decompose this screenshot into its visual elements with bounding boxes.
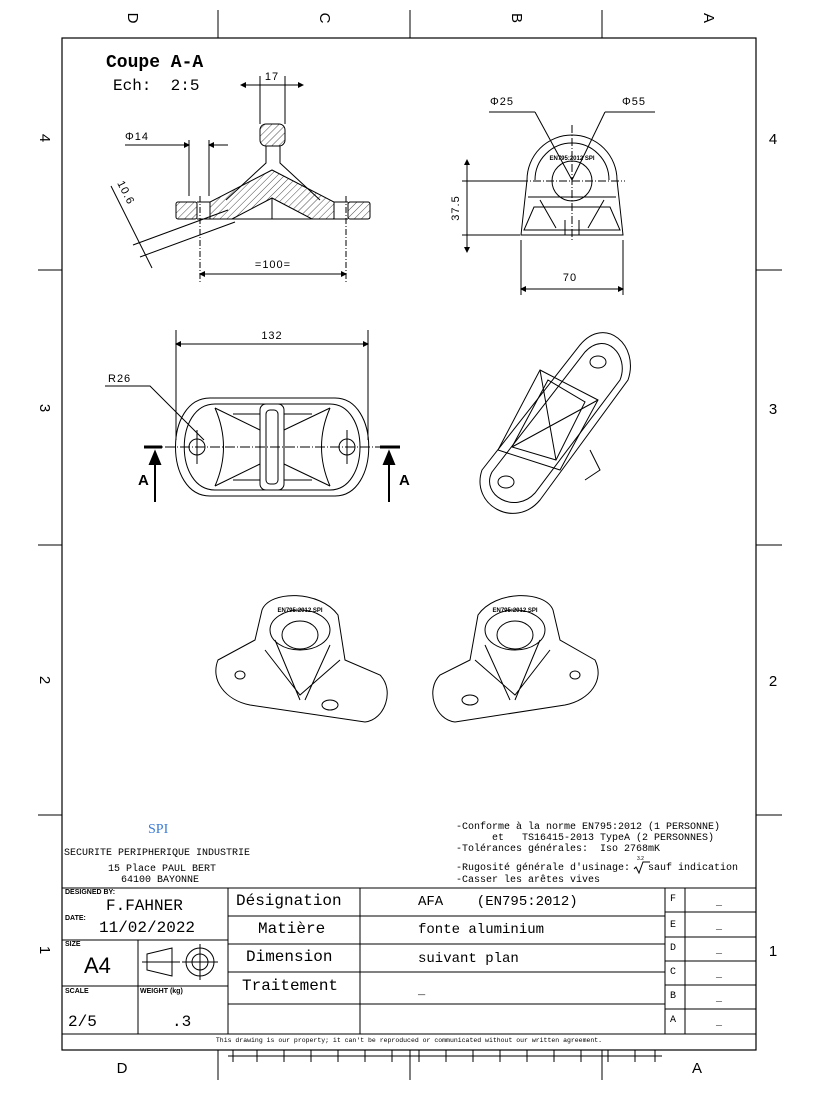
zone-label-bottom: A bbox=[692, 1060, 702, 1077]
date-label: DATE: bbox=[65, 915, 86, 922]
revision-letter: A bbox=[670, 1015, 677, 1026]
section-marker-left: A bbox=[138, 472, 149, 489]
dim-outer-diameter: Φ55 bbox=[622, 96, 646, 108]
zone-label-right: 4 bbox=[769, 131, 777, 148]
dim-hole-diameter: Φ14 bbox=[125, 131, 149, 143]
zone-label-left: 2 bbox=[36, 676, 53, 684]
company-name: SECURITE PERIPHERIQUE INDUSTRIE bbox=[64, 848, 251, 859]
size-label: SIZE bbox=[65, 941, 81, 948]
engraved-marking: EN795:2012 SPI bbox=[277, 608, 322, 614]
zone-label-right: 1 bbox=[769, 943, 777, 960]
isometric-view-bottom-right bbox=[432, 595, 599, 723]
note-line: -Rugosité générale d'usinage: sauf indic… bbox=[456, 863, 739, 874]
revision-letter: B bbox=[670, 991, 677, 1002]
dim-width: 70 bbox=[563, 272, 577, 284]
sheet-size: A4 bbox=[84, 953, 111, 978]
dim-thickness: 10.6 bbox=[114, 179, 136, 207]
section-title: Coupe A-A bbox=[106, 53, 203, 73]
designer-name: F.FAHNER bbox=[106, 897, 183, 915]
note-line: -Casser les arêtes vives bbox=[456, 875, 601, 886]
title-block-grid bbox=[62, 887, 756, 1035]
note-line: -Conforme à la norme EN795:2012 (1 PERSO… bbox=[456, 822, 721, 833]
zone-dividers bbox=[38, 10, 782, 1080]
drawing-frame bbox=[61, 37, 757, 1051]
zone-label-bottom: D bbox=[117, 1060, 128, 1077]
company-address-line2: 64100 BAYONNE bbox=[121, 875, 200, 886]
engraved-marking: EN795:2012 SPI bbox=[549, 156, 594, 162]
zone-label-left: 3 bbox=[36, 404, 53, 412]
isometric-view-top-right bbox=[479, 332, 631, 514]
revision-value: _ bbox=[716, 922, 723, 933]
material-value: fonte aluminium bbox=[418, 922, 545, 938]
dim-length: 132 bbox=[261, 330, 282, 342]
dimension-label: Dimension bbox=[246, 948, 333, 966]
bottom-ruler bbox=[228, 1050, 662, 1062]
revision-letter: D bbox=[670, 943, 677, 954]
dim-height: 37.5 bbox=[450, 195, 462, 220]
drawing-scale: 2/5 bbox=[68, 1013, 97, 1031]
company-logo: SPI bbox=[148, 822, 169, 837]
part-weight: .3 bbox=[172, 1013, 192, 1031]
revision-letter: F bbox=[670, 894, 677, 905]
dim-spacing: =100= bbox=[255, 259, 291, 271]
material-label: Matière bbox=[258, 920, 326, 938]
section-view-a-a: Coupe A-A Ech: 2:5 17 Φ14 10.6 =100= bbox=[106, 53, 371, 282]
engraved-marking: EN795:2012 SPI bbox=[492, 608, 537, 614]
zone-label-top: C bbox=[316, 13, 333, 24]
dimension-value: suivant plan bbox=[418, 951, 519, 967]
zone-label-right: 3 bbox=[769, 401, 777, 418]
section-scale: Ech: 2:5 bbox=[113, 77, 199, 95]
treatment-value: _ bbox=[418, 984, 426, 998]
zone-label-left: 4 bbox=[36, 134, 53, 142]
note-line: -Tolérances générales: Iso 2768mK bbox=[456, 844, 661, 855]
section-marker-right: A bbox=[399, 472, 410, 489]
drawing-date: 11/02/2022 bbox=[99, 919, 196, 937]
disclaimer: This drawing is our property; it can't b… bbox=[215, 1037, 603, 1044]
weight-label: WEIGHT (kg) bbox=[140, 988, 183, 995]
roughness-symbol-icon bbox=[633, 861, 650, 875]
zone-label-right: 2 bbox=[769, 673, 777, 690]
projection-symbol-icon bbox=[142, 944, 218, 980]
revision-value: _ bbox=[716, 994, 723, 1005]
zone-label-left: 1 bbox=[36, 946, 53, 954]
top-view: A A 132 R26 bbox=[105, 330, 410, 502]
designation-value: AFA (EN795:2012) bbox=[418, 894, 578, 910]
note-line: et TS16415-2013 TypeA (2 PERSONNES) bbox=[456, 833, 715, 844]
roughness-value: 3.2 bbox=[637, 856, 644, 862]
revision-value: _ bbox=[716, 946, 723, 957]
zone-label-top: B bbox=[508, 13, 525, 23]
revision-value: _ bbox=[716, 1018, 723, 1029]
treatment-label: Traitement bbox=[242, 977, 339, 995]
revision-value: _ bbox=[716, 970, 723, 981]
dim-inner-diameter: Φ25 bbox=[490, 96, 514, 108]
designation-label: Désignation bbox=[236, 892, 342, 910]
dim-17: 17 bbox=[265, 71, 279, 83]
zone-label-top: A bbox=[700, 13, 717, 23]
designed-by-label: DESIGNED BY: bbox=[65, 889, 116, 896]
revision-value: _ bbox=[716, 898, 723, 909]
zone-label-top: D bbox=[124, 13, 141, 24]
revision-letter: E bbox=[670, 920, 677, 931]
dim-radius: R26 bbox=[108, 373, 131, 385]
company-address-line1: 15 Place PAUL BERT bbox=[108, 864, 217, 875]
scale-label: SCALE bbox=[65, 988, 89, 995]
isometric-view-bottom-left bbox=[215, 595, 388, 723]
revision-letter: C bbox=[670, 967, 677, 978]
front-view: EN795:2012 SPI Φ25 Φ55 37.5 70 bbox=[450, 96, 655, 295]
